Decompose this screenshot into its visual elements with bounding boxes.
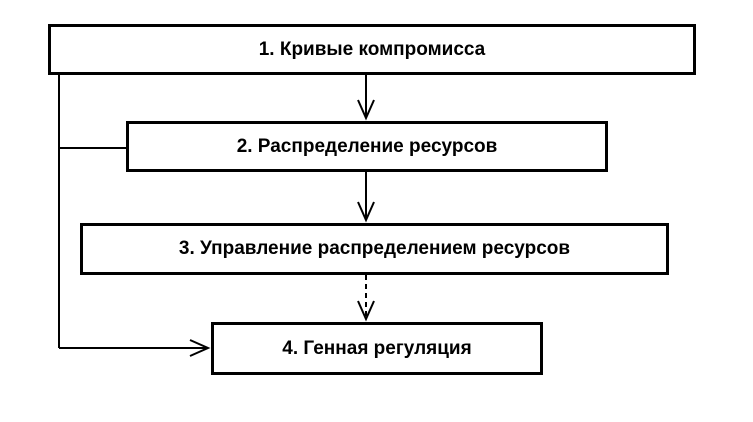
node-resource-allocation-control: 3. Управление распределением ресурсов [80, 223, 669, 275]
node-gene-regulation: 4. Генная регуляция [211, 322, 543, 375]
edge-3-to-4-dashed [357, 275, 375, 322]
node-label: 3. Управление распределением ресурсов [178, 238, 571, 259]
edge-1-to-4-bypass [58, 75, 211, 357]
node-resource-allocation: 2. Распределение ресурсов [126, 121, 608, 172]
node-trade-off-curves: 1. Кривые компромисса [48, 24, 696, 75]
edge-2-to-3 [357, 172, 375, 223]
edge-1-to-2 [357, 75, 375, 121]
node-label: 1. Кривые компромисса [258, 38, 486, 60]
node-label: 2. Распределение ресурсов [236, 135, 498, 157]
node-label: 4. Генная регуляция [282, 337, 472, 359]
